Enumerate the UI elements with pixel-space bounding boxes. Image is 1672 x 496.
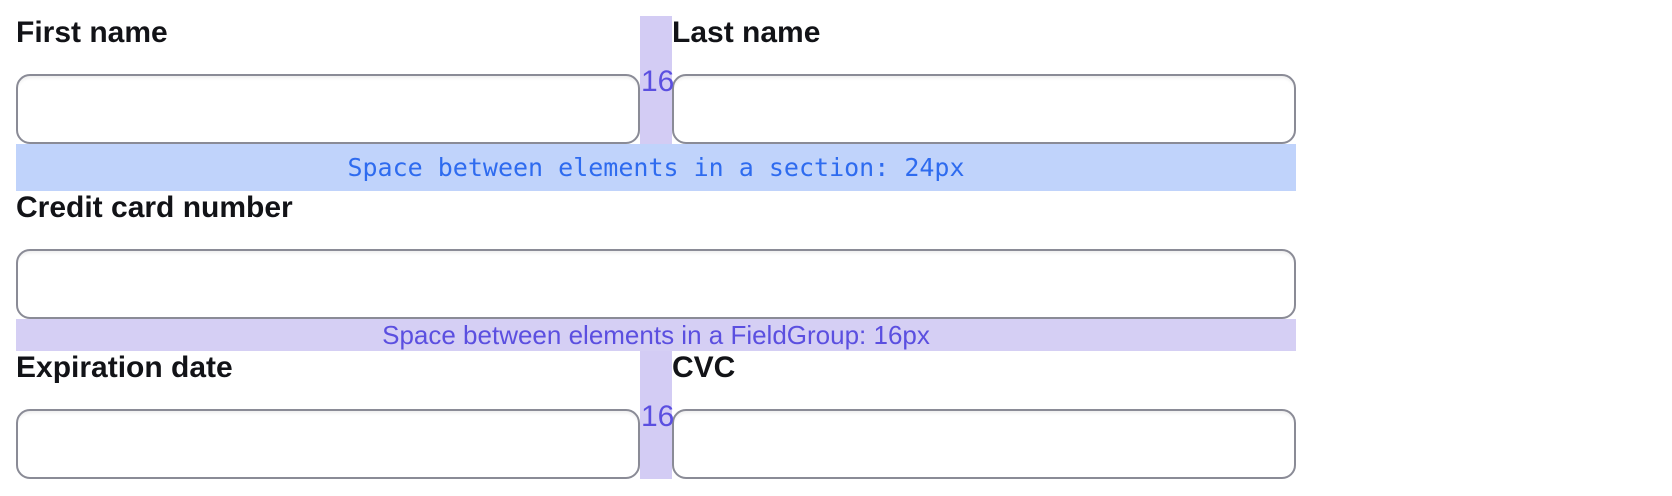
credit-card-input[interactable] bbox=[16, 249, 1296, 319]
first-name-input[interactable] bbox=[16, 74, 640, 144]
last-name-input[interactable] bbox=[672, 74, 1296, 144]
credit-card-label: Credit card number bbox=[16, 191, 293, 224]
first-name-field: First name bbox=[16, 16, 640, 144]
last-name-label: Last name bbox=[672, 16, 821, 49]
column-gap-strip-bottom: 16 bbox=[640, 351, 675, 479]
expiration-date-input[interactable] bbox=[16, 409, 640, 479]
section-gap-band: Space between elements in a section: 24p… bbox=[16, 144, 1296, 191]
expiration-date-label: Expiration date bbox=[16, 351, 233, 384]
section-gap-band-text: Space between elements in a section: 24p… bbox=[347, 153, 965, 182]
cvc-field: CVC bbox=[672, 351, 1296, 479]
column-gap-value-bottom: 16 bbox=[641, 400, 675, 433]
cvc-label: CVC bbox=[672, 351, 736, 384]
fieldgroup-gap-band: Space between elements in a FieldGroup: … bbox=[16, 319, 1296, 351]
first-name-label: First name bbox=[16, 16, 168, 49]
cvc-input[interactable] bbox=[672, 409, 1296, 479]
expiration-date-field: Expiration date bbox=[16, 351, 640, 479]
last-name-field: Last name bbox=[672, 16, 1296, 144]
name-field-row: First name 16 Last name bbox=[16, 16, 1296, 144]
credit-card-field: Credit card number bbox=[16, 191, 1296, 319]
column-gap-value-top: 16 bbox=[641, 65, 675, 98]
card-details-field-row: Expiration date 16 CVC bbox=[16, 351, 1296, 479]
fieldgroup-gap-band-text: Space between elements in a FieldGroup: … bbox=[382, 319, 930, 350]
form-content: First name 16 Last name Space between el… bbox=[16, 16, 1296, 479]
column-gap-strip-top: 16 bbox=[640, 16, 675, 144]
